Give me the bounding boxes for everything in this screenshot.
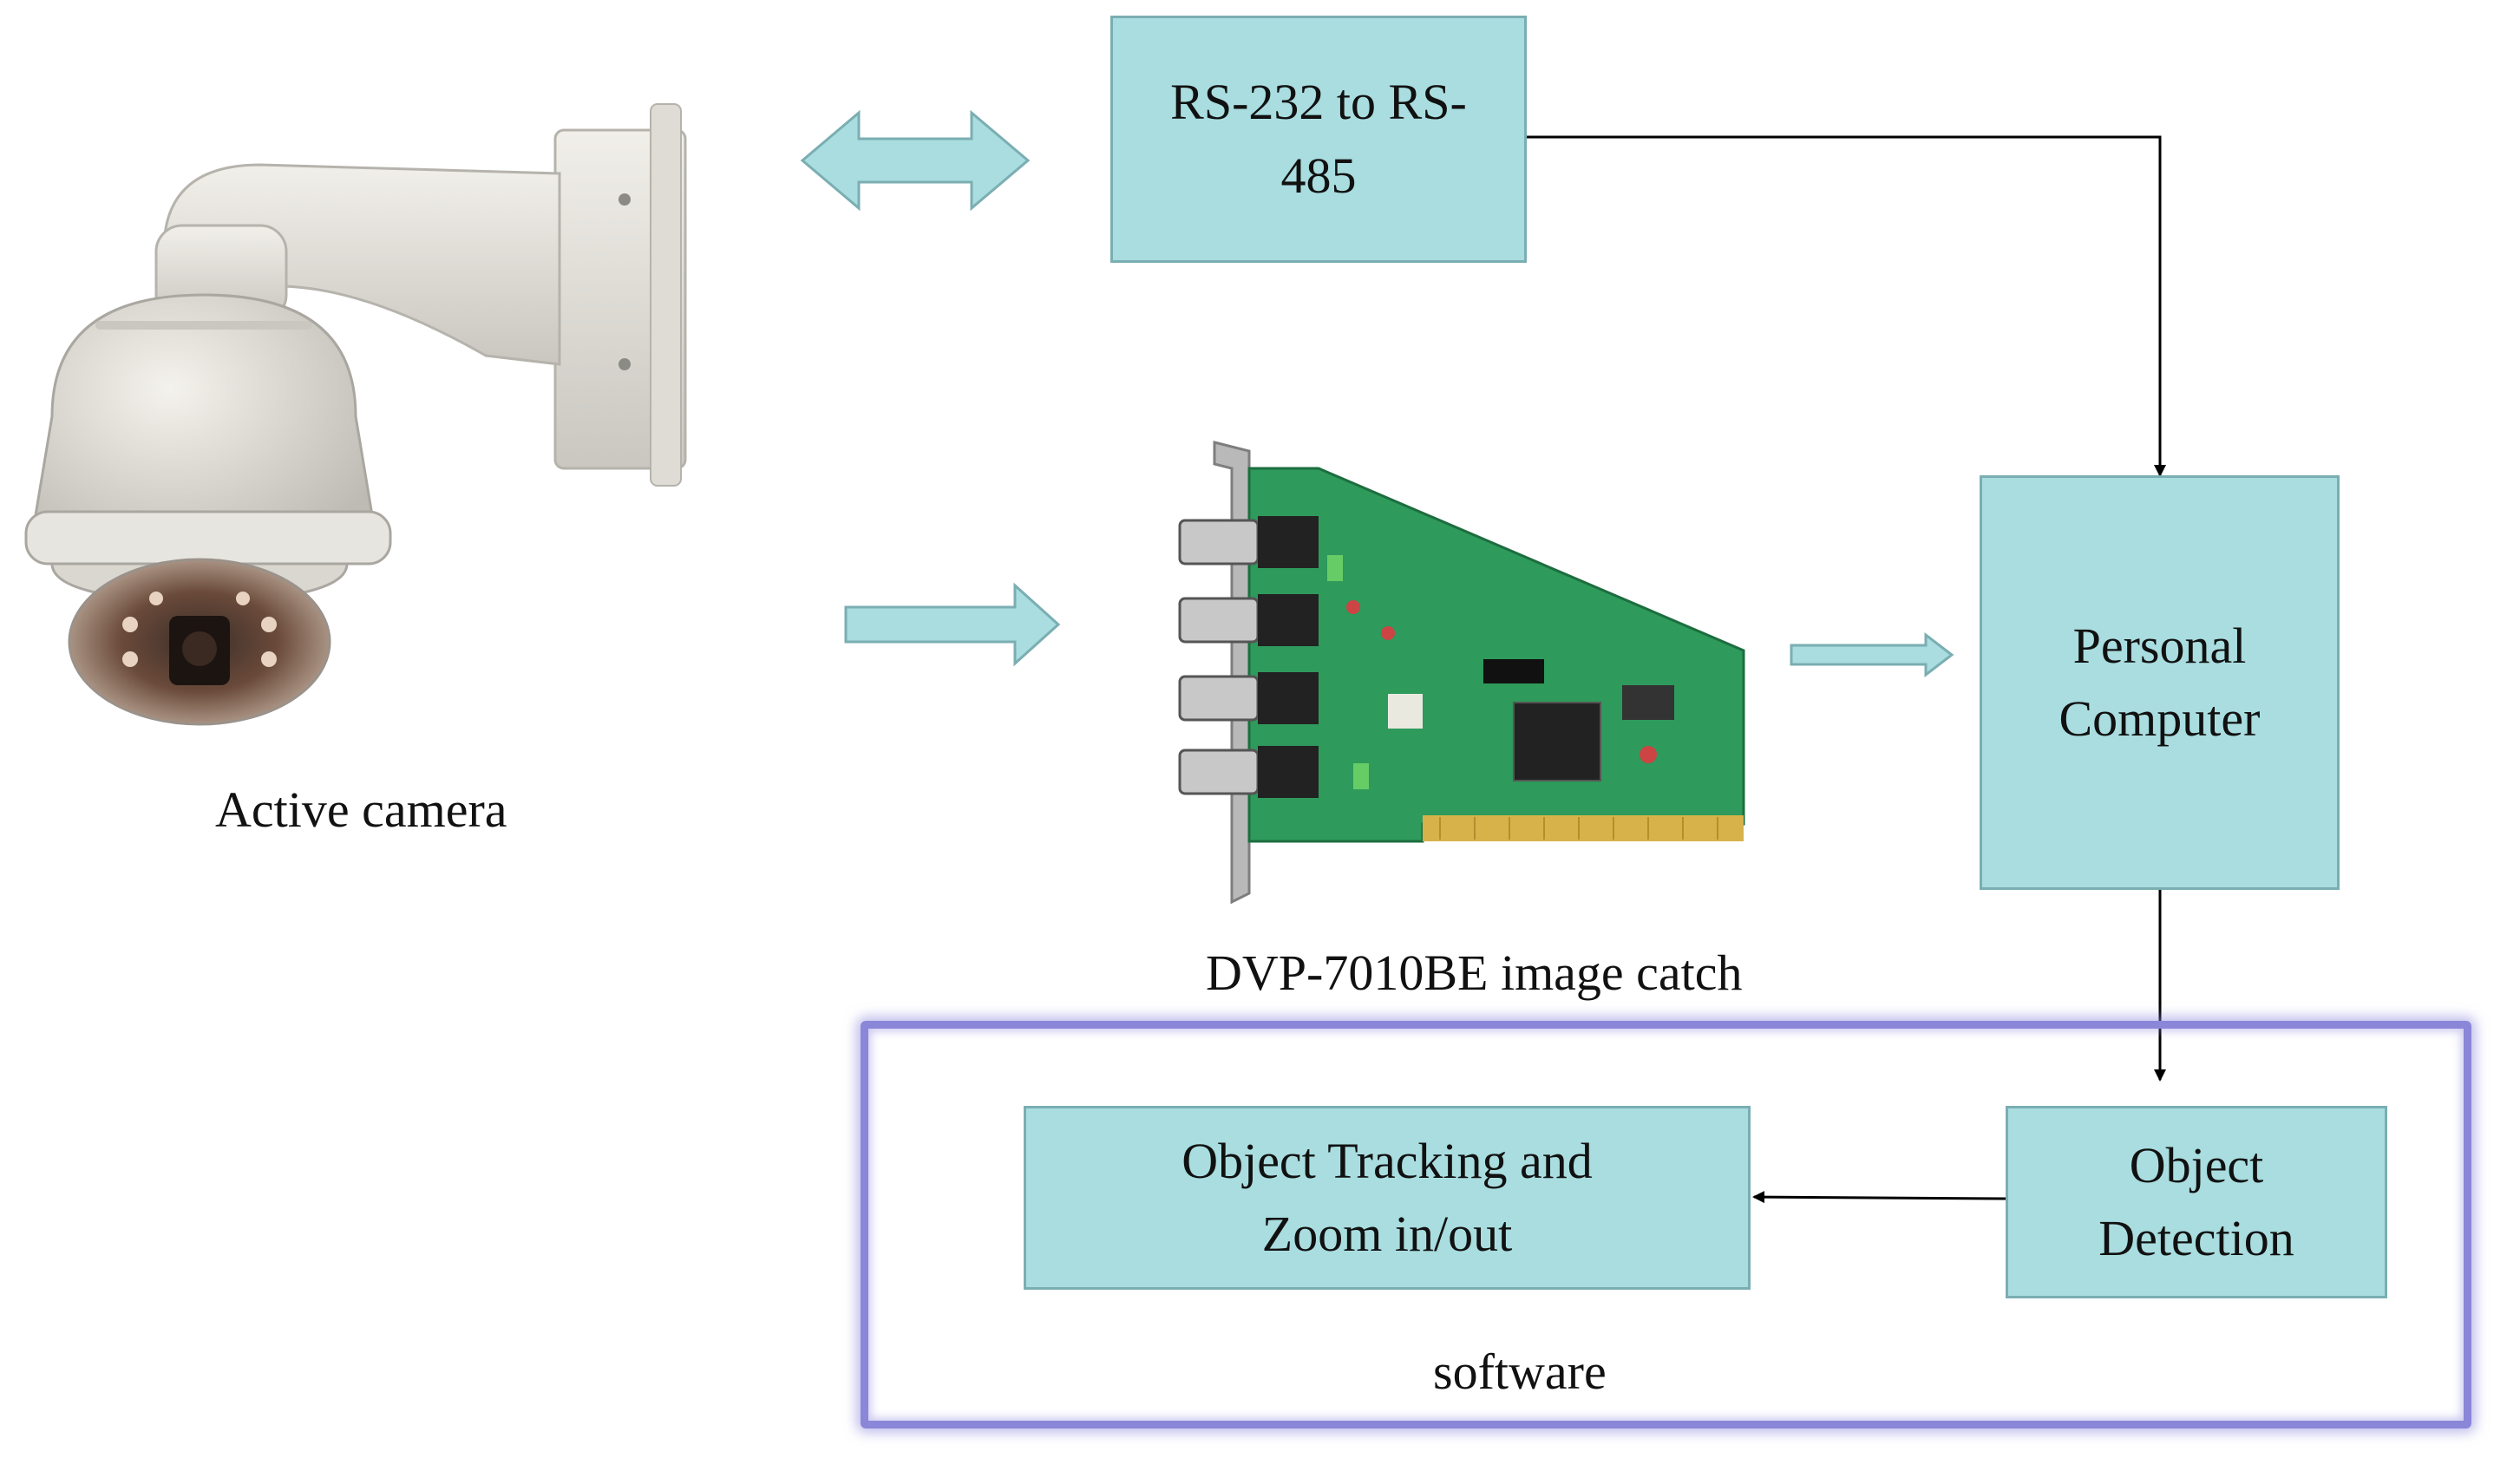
detection-label: Object Detection: [2098, 1136, 2294, 1266]
software-frame: [861, 1021, 2471, 1429]
object-detection-box: Object Detection: [2006, 1106, 2387, 1298]
card-caption: DVP-7010BE image catch: [1206, 945, 1743, 1001]
capture-card-icon: [1178, 441, 1745, 905]
camera-converter-double-arrow: [800, 109, 1031, 212]
detection-to-tracking-line: [1752, 1191, 2006, 1204]
software-caption: software: [1433, 1344, 1607, 1400]
ptz-dome-camera-icon: [24, 103, 687, 726]
camera-card-arrow: [844, 582, 1061, 667]
pc-label: Personal Computer: [2059, 617, 2261, 747]
object-tracking-box: Object Tracking and Zoom in/out: [1024, 1106, 1751, 1290]
camera-caption: Active camera: [215, 781, 507, 838]
rs232-rs485-converter-box: RS-232 to RS- 485: [1110, 16, 1527, 263]
personal-computer-box: Personal Computer: [1980, 475, 2340, 890]
converter-to-pc-line: [1527, 135, 2166, 477]
tracking-label: Object Tracking and Zoom in/out: [1181, 1132, 1593, 1262]
card-pc-arrow: [1790, 631, 1954, 678]
converter-label: RS-232 to RS- 485: [1170, 74, 1467, 204]
